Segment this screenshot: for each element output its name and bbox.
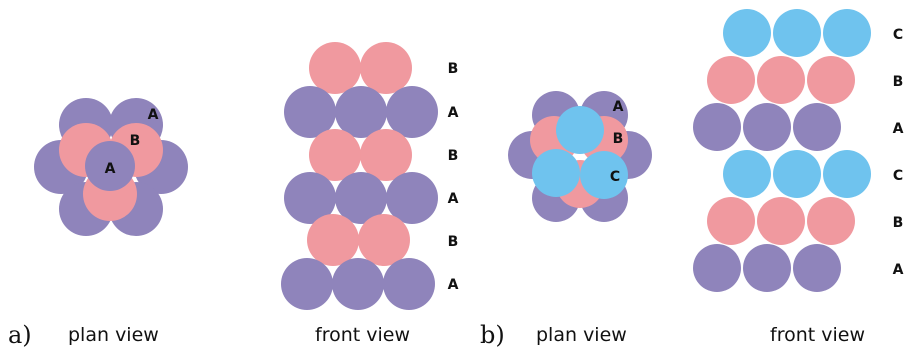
panel-a-plan-view: A B A xyxy=(34,98,188,236)
plan-a-label-b: B xyxy=(130,133,141,149)
sphere-layer-c xyxy=(723,150,771,198)
plan-b-label-b: B xyxy=(613,131,624,147)
sphere-layer-a xyxy=(386,172,438,224)
front-b-layer-label: C xyxy=(893,168,903,184)
front-b-layer-label: B xyxy=(893,215,904,231)
sphere-layer-b xyxy=(757,56,805,104)
panel-a-plan-caption: plan view xyxy=(68,324,159,346)
front-a-layer-label: B xyxy=(448,148,459,164)
front-a-layer-label: B xyxy=(448,234,459,250)
sphere-layer-a xyxy=(793,244,841,292)
front-a-row-2-a xyxy=(284,86,438,138)
sphere-layer-b xyxy=(360,129,412,181)
front-b-row-4-c xyxy=(723,150,871,198)
sphere-layer-a xyxy=(284,172,336,224)
front-b-row-1-c xyxy=(723,9,871,57)
sphere-layer-c xyxy=(823,9,871,57)
sphere-layer-c xyxy=(773,9,821,57)
plan-b-label-a: A xyxy=(613,99,624,115)
sphere-layer-a-top xyxy=(85,141,135,191)
sphere-layer-b xyxy=(309,42,361,94)
panel-a-letter: a) xyxy=(8,321,32,349)
panel-b-plan-view: A B C xyxy=(508,91,652,222)
front-b-row-5-b xyxy=(707,197,855,245)
front-a-layer-label: A xyxy=(448,191,459,207)
plan-a-label-top-a: A xyxy=(148,107,159,123)
sphere-layer-a xyxy=(743,103,791,151)
front-b-row-3-a xyxy=(693,103,841,151)
sphere-layer-a xyxy=(693,244,741,292)
sphere-layer-b xyxy=(757,197,805,245)
sphere-layer-b xyxy=(307,214,359,266)
sphere-layer-a xyxy=(335,86,387,138)
plan-b-layer-c-spheres xyxy=(532,106,628,199)
panel-b-front-caption: front view xyxy=(770,324,865,346)
front-a-row-1-b xyxy=(309,42,412,94)
front-a-row-5-b xyxy=(307,214,410,266)
sphere-layer-c xyxy=(556,106,604,154)
sphere-layer-b xyxy=(807,197,855,245)
sphere-layer-a xyxy=(281,258,333,310)
sphere-layer-b xyxy=(707,56,755,104)
sphere-layer-c xyxy=(823,150,871,198)
front-a-row-6-a xyxy=(281,258,435,310)
front-a-layer-label: A xyxy=(448,277,459,293)
sphere-layer-c xyxy=(580,151,628,199)
sphere-layer-c xyxy=(723,9,771,57)
sphere-layer-a xyxy=(284,86,336,138)
front-a-layer-label: B xyxy=(448,61,459,77)
sphere-layer-b xyxy=(707,197,755,245)
panel-b-front-view: C B A C B A xyxy=(693,9,904,292)
panel-a-front-view: B A B A B A xyxy=(281,42,459,310)
sphere-layer-a xyxy=(332,258,384,310)
front-a-layer-label: A xyxy=(448,105,459,121)
sphere-layer-a xyxy=(335,172,387,224)
plan-a-label-center-a: A xyxy=(105,161,116,177)
panel-a-front-caption: front view xyxy=(315,324,410,346)
front-b-row-6-a xyxy=(693,244,841,292)
plan-b-label-c: C xyxy=(610,169,620,185)
front-b-layer-label: A xyxy=(893,121,904,137)
front-b-layer-label: A xyxy=(893,262,904,278)
panel-b-plan-caption: plan view xyxy=(536,324,627,346)
front-a-row-3-b xyxy=(309,129,412,181)
sphere-layer-b xyxy=(807,56,855,104)
sphere-layer-a xyxy=(386,86,438,138)
sphere-layer-a xyxy=(793,103,841,151)
sphere-layer-a xyxy=(693,103,741,151)
sphere-layer-b xyxy=(309,129,361,181)
sphere-layer-a xyxy=(743,244,791,292)
sphere-layer-c xyxy=(773,150,821,198)
front-a-row-4-a xyxy=(284,172,438,224)
sphere-layer-a xyxy=(383,258,435,310)
front-b-layer-label: C xyxy=(893,27,903,43)
sphere-layer-b xyxy=(360,42,412,94)
front-b-row-2-b xyxy=(707,56,855,104)
panel-b-letter: b) xyxy=(480,321,505,349)
sphere-layer-b xyxy=(358,214,410,266)
front-b-layer-label: B xyxy=(893,74,904,90)
sphere-layer-c xyxy=(532,149,580,197)
